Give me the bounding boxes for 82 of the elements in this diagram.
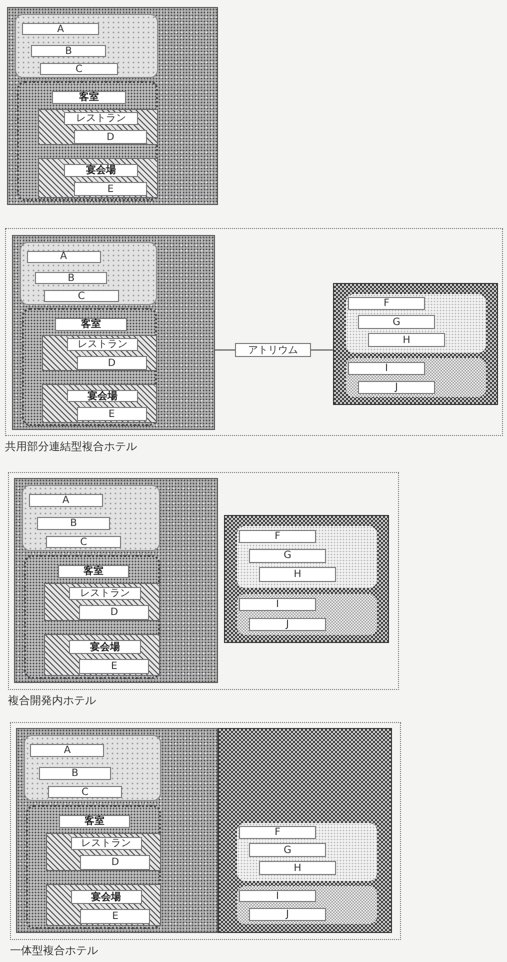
text-box: F (239, 826, 316, 839)
dotted-rounded-zone (22, 308, 158, 426)
connector-line (311, 349, 333, 351)
text-box: J (249, 618, 326, 632)
hotel-block (7, 7, 218, 205)
dotted-zone (237, 822, 377, 881)
text-box: G (249, 548, 326, 564)
text-box: A (26, 250, 101, 263)
rounded-zone (15, 14, 158, 78)
text-box: 宴会場 (64, 164, 138, 177)
text-box: B (35, 272, 108, 284)
text-box: 宴会場 (69, 640, 141, 654)
connector-line (215, 349, 235, 351)
text-box: D (76, 356, 147, 370)
text-box: B (31, 45, 106, 57)
text-box: E (76, 407, 147, 422)
hatched-area (46, 833, 161, 871)
dotted-rounded-zone (17, 81, 158, 201)
hatched-area (42, 384, 158, 424)
text-box: A (22, 23, 99, 35)
text-box: 客室 (58, 564, 130, 578)
text-box: 宴会場 (70, 890, 142, 904)
text-box: F (239, 530, 316, 544)
text-box: E (78, 659, 150, 674)
text-box: G (249, 843, 326, 858)
caption-text: 共用部分連結型複合ホテル (5, 439, 137, 454)
text-box: レストラン (66, 338, 138, 352)
text-box: D (74, 130, 147, 144)
text-box: J (249, 908, 326, 922)
complex-block (218, 728, 392, 933)
text-box: I (348, 362, 425, 375)
text-box: B (39, 767, 111, 780)
text-box: アトリウム (235, 343, 311, 357)
text-box: C (44, 290, 119, 302)
dotted-zone (237, 526, 377, 588)
text-box: 宴会場 (66, 390, 138, 402)
complex-block (333, 283, 498, 405)
dotted-rounded-zone (24, 554, 160, 679)
complex-block (224, 515, 389, 643)
hatched-area (42, 335, 158, 371)
dotted-rounded-zone (26, 804, 161, 929)
text-box: A (30, 744, 104, 757)
text-box: I (239, 598, 316, 612)
text-box: レストラン (69, 586, 141, 600)
rounded-zone (20, 242, 158, 305)
text-box: レストラン (70, 836, 142, 850)
hatched-area (44, 634, 160, 676)
text-box: D (80, 855, 150, 870)
text-box: 客室 (59, 814, 130, 828)
text-box: C (48, 786, 122, 798)
text-box: G (358, 315, 435, 329)
hatched-area (44, 583, 160, 621)
text-box: 客室 (55, 318, 127, 331)
hotel-block (14, 478, 218, 683)
caption-text: 一体型複合ホテル (10, 943, 98, 958)
text-box: F (348, 297, 425, 310)
checkered-zone (346, 358, 486, 397)
text-box: C (46, 536, 122, 548)
text-box: B (37, 517, 110, 530)
text-box: A (28, 494, 103, 507)
text-box: H (368, 333, 445, 347)
text-box: H (259, 567, 336, 582)
text-box: I (239, 890, 316, 902)
text-box: C (40, 63, 118, 75)
text-box: H (259, 861, 336, 875)
text-box: J (358, 381, 435, 394)
rounded-zone (24, 735, 161, 802)
hotel-block (16, 728, 218, 933)
hatched-area (38, 109, 158, 145)
hatched-area (38, 158, 158, 198)
text-box: E (80, 909, 150, 924)
text-box: レストラン (64, 112, 138, 125)
text-box: D (78, 605, 150, 620)
caption-text: 複合開発内ホテル (8, 693, 96, 708)
text-box: E (74, 182, 147, 196)
checkered-zone (237, 594, 377, 635)
rounded-zone (22, 485, 160, 552)
hotel-block (12, 235, 215, 430)
dotted-zone (346, 294, 486, 353)
checkered-zone (237, 886, 377, 924)
text-box: 客室 (52, 91, 126, 104)
hatched-area (46, 884, 161, 926)
